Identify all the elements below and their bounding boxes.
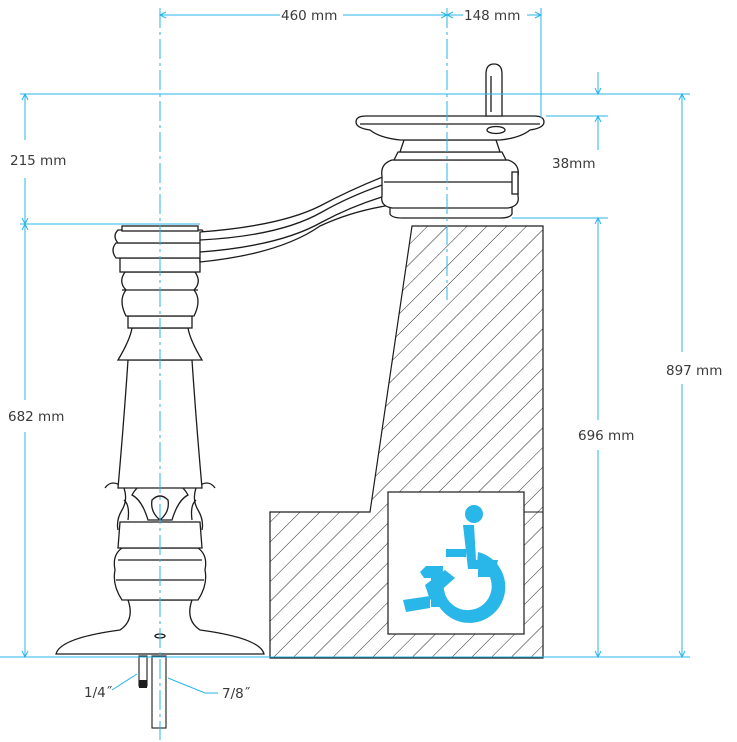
label-682: 682 mm bbox=[8, 409, 64, 425]
bubbler-spout bbox=[485, 63, 503, 117]
label-215: 215 mm bbox=[10, 153, 66, 169]
dimension-lines bbox=[0, 8, 690, 740]
label-38: 38mm bbox=[552, 156, 595, 172]
dimension-labels: 460 mm 148 mm 215 mm 38mm 897 mm 682 mm … bbox=[8, 8, 722, 702]
label-897: 897 mm bbox=[666, 363, 722, 379]
wheelchair-icon bbox=[403, 505, 506, 623]
label-460: 460 mm bbox=[281, 8, 337, 24]
label-seven-eighths: 7/8˝ bbox=[222, 686, 251, 702]
label-quarter-inch: 1/4˝ bbox=[84, 685, 113, 701]
accessibility-sign bbox=[387, 491, 525, 635]
label-148: 148 mm bbox=[464, 8, 520, 24]
supply-pipes bbox=[138, 655, 167, 729]
fountain-arm bbox=[199, 175, 386, 263]
fountain-bowl bbox=[355, 115, 545, 141]
bowl-housing bbox=[381, 139, 519, 219]
label-696: 696 mm bbox=[578, 428, 634, 444]
